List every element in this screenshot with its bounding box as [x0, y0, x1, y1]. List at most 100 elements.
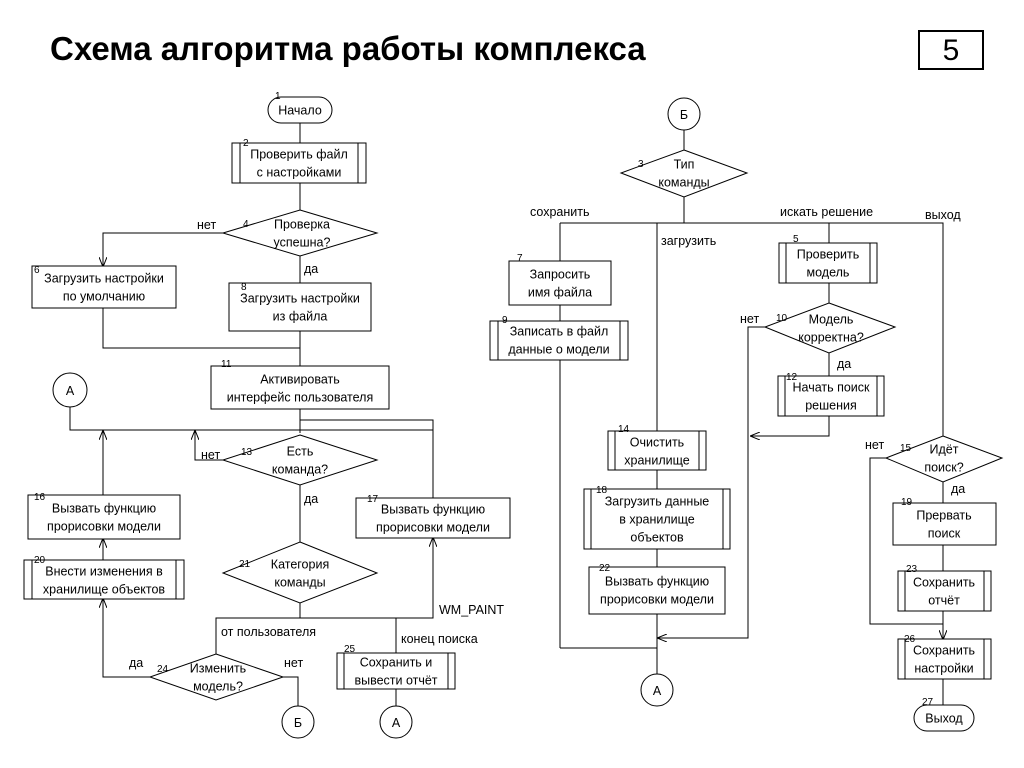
block-number: 2 [243, 138, 249, 149]
label-no: нет [865, 438, 884, 452]
block-label-line: Вызвать функцию [381, 503, 485, 517]
block-label-line: по умолчанию [63, 290, 145, 304]
block-label-line: вывести отчёт [354, 674, 437, 688]
block-15-text: 15 Идёт поиск? [900, 443, 964, 475]
connector-a-right-label: А [653, 684, 662, 698]
block-number: 25 [344, 644, 356, 655]
block-number: 13 [241, 447, 253, 458]
block-label-line: Очистить [630, 436, 684, 450]
block-label-line: решения [805, 399, 857, 413]
block-label-line: Загрузить данные [605, 495, 710, 509]
block-label-line: прорисовки модели [47, 520, 161, 534]
process-save-report-23 [897, 570, 992, 612]
block-label-line: прорисовки модели [600, 593, 714, 607]
block-stop-search [892, 502, 997, 546]
flow-line [103, 232, 223, 266]
block-number: 20 [34, 555, 46, 566]
block-label-line: Начать поиск [792, 381, 870, 395]
label-yes: да [837, 357, 851, 371]
block-number: 4 [243, 219, 249, 230]
label-no: нет [740, 312, 759, 326]
connector-a-bottom [379, 705, 413, 739]
block-load-default-settings [31, 265, 177, 309]
block-label-line: Сохранить [913, 644, 975, 658]
block-label-line: поиск? [924, 461, 963, 475]
process-write-model-data [489, 320, 629, 361]
flow-line [658, 326, 765, 638]
block-label-line: Выход [925, 712, 963, 726]
block-number: 19 [901, 497, 913, 508]
flow-line [751, 416, 830, 436]
block-number: 15 [900, 443, 912, 454]
block-label-line: Тип [674, 158, 695, 172]
block-call-draw-16 [27, 494, 181, 540]
block-call-draw-22 [588, 566, 726, 615]
decision-model-correct [763, 302, 897, 354]
block-label-line: Загрузить настройки [240, 292, 360, 306]
block-number: 5 [793, 234, 799, 245]
process-load-storage [583, 488, 731, 550]
label-load: загрузить [661, 234, 716, 248]
flow-line [560, 222, 944, 436]
block-label-line: команды [274, 576, 325, 590]
start-terminal [267, 96, 333, 124]
block-label-line: хранилище объектов [43, 583, 165, 597]
block-label-line: корректна? [798, 331, 864, 345]
end-terminal [913, 704, 975, 732]
process-check-model [778, 242, 878, 284]
block-label-line: поиск [928, 527, 961, 541]
block-label-line: Модель [809, 313, 854, 327]
decision-command-category [221, 541, 379, 604]
block-label-line: Активировать [260, 373, 340, 387]
block-label-line: команды [658, 176, 709, 190]
block-number: 11 [221, 359, 232, 370]
flow-line [215, 603, 301, 654]
block-label-line: Сохранить и [360, 656, 433, 670]
block-call-draw-17 [355, 497, 511, 539]
block-label-line: Записать в файл [510, 325, 609, 339]
block-label-line: отчёт [928, 594, 960, 608]
block-number: 21 [239, 559, 251, 570]
flow-line [869, 457, 943, 639]
label-yes: да [304, 492, 318, 506]
block-number: 23 [906, 564, 918, 575]
block-number: 9 [502, 315, 508, 326]
connector-b-top-label: Б [680, 108, 688, 122]
block-label-line: Начало [278, 104, 322, 118]
block-activate-ui [210, 365, 390, 410]
block-label-line: Внести изменения в [45, 565, 163, 579]
block-label-line: Идёт [930, 443, 959, 457]
label-search-end: конец поиска [401, 632, 478, 646]
connector-a-left [52, 372, 88, 408]
label-yes: да [129, 656, 143, 670]
label-no: нет [201, 448, 220, 462]
block-label-line: команда? [272, 463, 328, 477]
label-no: нет [197, 218, 216, 232]
block-number: 27 [922, 697, 934, 708]
connector-a-right [640, 673, 674, 707]
block-label-line: с настройками [257, 166, 342, 180]
decision-command-type [619, 149, 749, 198]
flow-line [300, 538, 433, 619]
block-label-line: объектов [630, 531, 684, 545]
slide-title: Схема алгоритма работы комплекса [50, 30, 646, 67]
flow-line [195, 431, 223, 461]
decision-check-success [221, 209, 379, 257]
block-label-line: Сохранить [913, 576, 975, 590]
block-number: 17 [367, 494, 379, 505]
decision-search-running [884, 435, 1004, 483]
block-label-line: данные о модели [508, 343, 609, 357]
